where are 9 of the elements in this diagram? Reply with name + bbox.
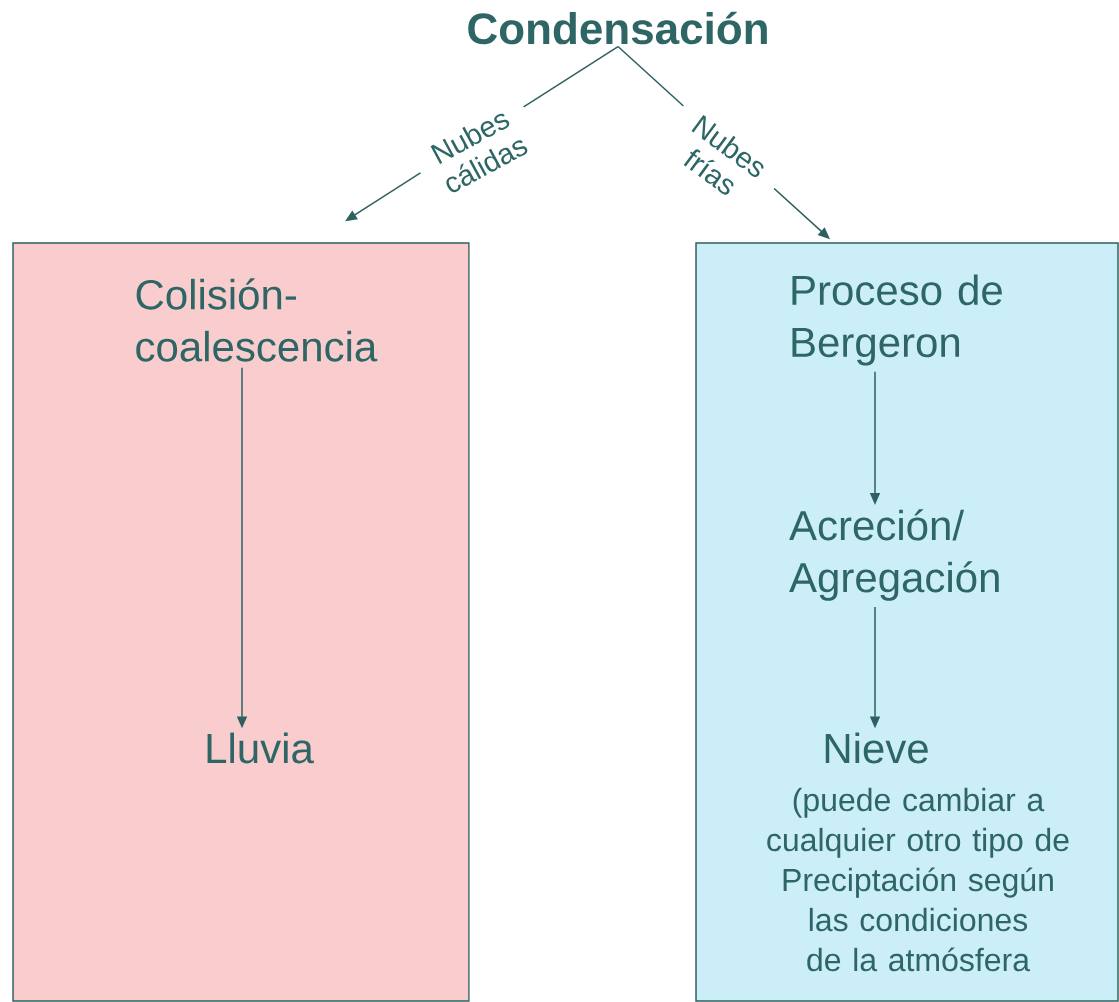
panel xyxy=(12,242,470,1002)
panel xyxy=(695,242,1119,1002)
heading: Condensación xyxy=(468,11,767,45)
step-text: Proceso de Bergeron xyxy=(792,274,1002,366)
step-text: Acreción/ Agregación xyxy=(789,509,999,601)
note-text: (puede cambiar a cualquier otro tipo de Preciptación según las condiciones de la atmósfera xyxy=(767,787,1069,972)
step-text: Nieve xyxy=(825,732,928,764)
step-text: Colisión- coalescencia xyxy=(136,278,378,362)
step-text: Lluvia xyxy=(207,732,314,764)
